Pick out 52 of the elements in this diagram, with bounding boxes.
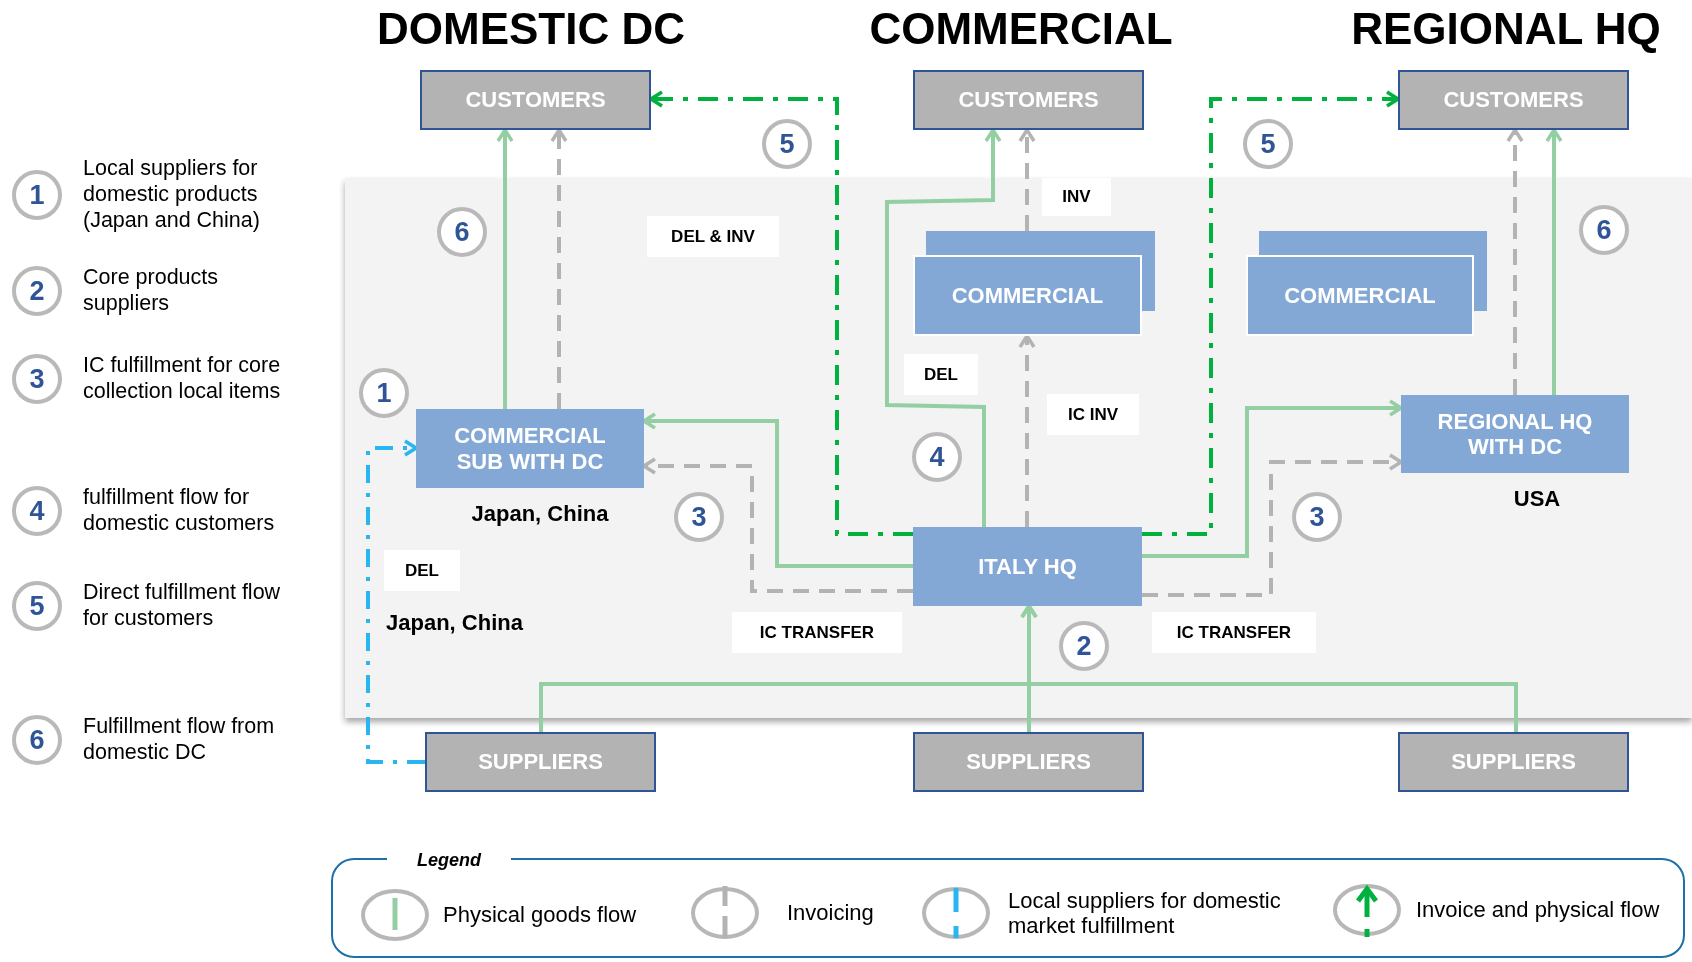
process-box: SUPPLIERS: [1398, 732, 1629, 792]
edge-label: INV: [1042, 178, 1111, 216]
location-caption: USA: [1513, 486, 1561, 512]
process-box: CUSTOMERS: [913, 70, 1144, 130]
arrow: [1545, 128, 1563, 395]
arrow: [885, 128, 1002, 527]
location-caption: Japan, China: [386, 610, 523, 636]
edge-label: IC TRANSFER: [1152, 612, 1316, 653]
callout-number: 6: [12, 715, 62, 765]
arrow: [1142, 399, 1403, 558]
edge-label: DEL & INV: [647, 216, 779, 257]
process-box: SUPPLIERS: [425, 732, 656, 792]
callout-number: 2: [12, 266, 62, 316]
callout-number: 5: [12, 581, 62, 631]
arrow: [1506, 128, 1524, 395]
edge-label: DEL: [384, 550, 460, 591]
callout-number: 5: [1243, 119, 1293, 169]
key-description: Local suppliers for domestic products (Japan and China): [83, 156, 261, 234]
arrow: [1018, 334, 1036, 527]
process-box: REGIONAL HQ WITH DC: [1401, 395, 1629, 473]
process-box: CUSTOMERS: [420, 70, 651, 130]
arrow: [1142, 90, 1400, 536]
callout-number: 4: [12, 486, 62, 536]
arrow: [1018, 128, 1036, 231]
legend-text: Invoice and physical flow: [1416, 897, 1661, 923]
column-heading: DOMESTIC DC: [377, 4, 685, 54]
location-caption: Japan, China: [471, 501, 609, 527]
callout-number: 3: [12, 354, 62, 404]
column-heading: COMMERCIAL: [869, 4, 1173, 54]
arrow: [1142, 453, 1403, 597]
legend-text: Local suppliers for domestic market fulfillment: [1008, 887, 1282, 939]
column-heading: REGIONAL HQ: [1351, 4, 1661, 54]
key-description: fulfillment flow for domestic customers: [83, 485, 276, 537]
key-description: Core products suppliers: [83, 265, 220, 317]
arrow: [496, 128, 514, 409]
key-description: Fulfillment flow from domestic DC: [83, 714, 276, 766]
arrow: [366, 439, 425, 764]
edge-label: DEL: [904, 354, 978, 395]
key-description: Direct fulfillment flow for customers: [83, 580, 282, 632]
callout-number: 1: [12, 170, 62, 220]
arrow: [1020, 604, 1518, 732]
edge-label: IC TRANSFER: [732, 612, 902, 653]
legend-text: Physical goods flow: [443, 902, 638, 928]
key-description: IC fulfillment for core collection local items: [83, 353, 282, 405]
process-box: COMMERCIAL SUB WITH DC: [416, 409, 644, 488]
process-box: ITALY HQ: [913, 527, 1142, 606]
arrow: [550, 128, 568, 409]
legend-text: Invoicing: [787, 900, 875, 926]
process-box: SUPPLIERS: [913, 732, 1144, 792]
process-box: CUSTOMERS: [1398, 70, 1629, 130]
callout-number: 5: [762, 119, 812, 169]
edge-label: IC INV: [1047, 394, 1139, 435]
